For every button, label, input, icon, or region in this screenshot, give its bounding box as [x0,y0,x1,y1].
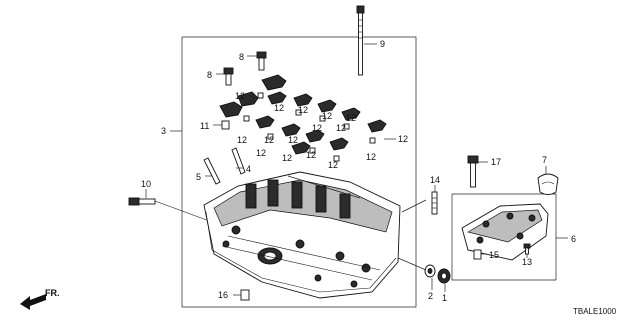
callout-15: 15 [489,250,499,260]
callout-12: 12 [336,123,346,133]
callout-6: 6 [571,234,576,244]
callout-12: 12 [398,134,408,144]
callout-4: 4 [246,164,251,174]
callout-10: 10 [141,179,151,189]
plug-15 [473,249,482,260]
callout-12: 12 [282,153,292,163]
diagram-code: TBALE1000 [573,307,617,316]
callout-8-lower: 8 [207,70,212,80]
seal-1 [437,268,451,284]
bolt-17 [467,155,479,188]
callout-17: 17 [491,157,501,167]
callout-2: 2 [428,291,433,301]
callout-12: 12 [306,150,316,160]
callout-11: 11 [200,121,209,131]
rocker-arm-assemblies [219,74,387,162]
callout-7: 7 [542,155,547,165]
grommet-7 [537,173,559,195]
callout-14: 14 [430,175,440,185]
callout-12: 12 [312,123,322,133]
stud-bolt-9 [356,5,365,76]
callout-1: 1 [442,293,447,303]
washer-2 [424,264,436,278]
valve-guide-5 [203,157,221,185]
callout-12: 12 [256,148,266,158]
pin-13 [523,243,531,255]
valve-guide-4 [231,147,246,175]
cylinder-head [203,171,401,299]
sensor-10 [128,197,213,223]
callout-12: 12 [235,91,245,101]
stud-14 [431,191,438,215]
callout-12: 12 [328,160,338,170]
bolt-8-upper [256,51,267,71]
callout-12: 12 [366,152,376,162]
plug-16 [240,289,250,301]
callout-13: 13 [522,257,532,267]
bolt-8-lower [223,67,234,86]
callout-9: 9 [380,39,385,49]
group-frame [181,36,417,308]
callout-8-upper: 8 [239,52,244,62]
callout-5: 5 [196,172,201,182]
callout-12: 12 [237,135,247,145]
callout-12: 12 [264,135,274,145]
callout-12: 12 [322,111,332,121]
callout-16: 16 [218,290,228,300]
cover-group-frame [451,193,557,281]
front-arrow-icon [20,294,46,310]
callout-12: 12 [288,135,298,145]
callout-12: 12 [274,103,284,113]
callout-12: 12 [346,113,356,123]
adjuster-11 [221,120,230,130]
front-marker-label: FR. [45,288,60,298]
callout-12: 12 [298,105,308,115]
callouts-12: 12 12 12 12 12 12 12 12 12 12 12 12 12 1… [235,91,408,170]
callout-3: 3 [161,126,166,136]
